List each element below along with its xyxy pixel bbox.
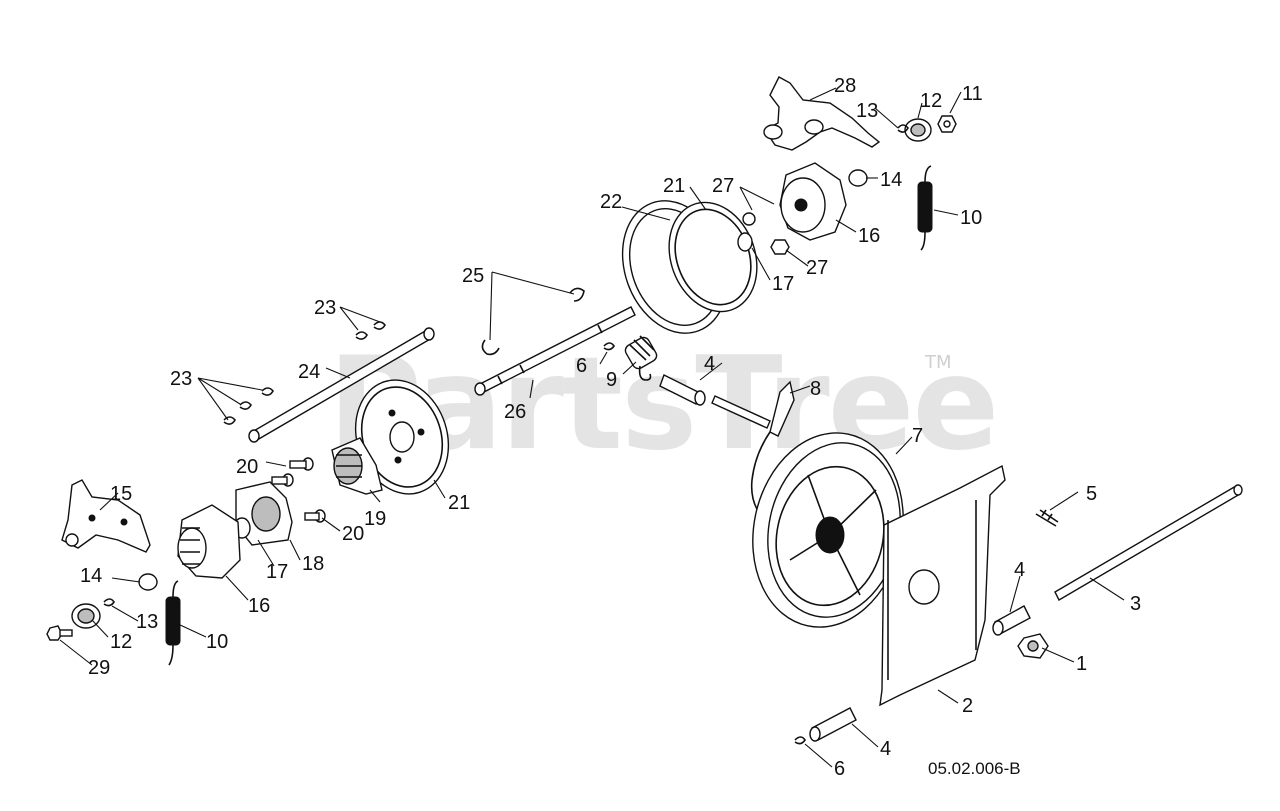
callout-16-upper: 16	[858, 225, 880, 247]
callout-26: 26	[504, 401, 526, 423]
callout-4-right: 4	[1014, 559, 1025, 581]
callout-10-upper: 10	[960, 207, 982, 229]
part-19-hub	[331, 437, 383, 495]
part-23-clip-b	[373, 321, 386, 330]
callout-6-bottom: 6	[834, 758, 845, 780]
callout-15: 15	[110, 483, 132, 505]
part-28-bracket	[763, 76, 881, 151]
part-23-clip-a	[355, 331, 368, 340]
callout-21-lower: 21	[448, 492, 470, 514]
part-27-washer-a	[742, 212, 756, 226]
diagram-id: 05.02.006-B	[928, 759, 1021, 778]
part-23-clip-e	[223, 416, 236, 425]
part-16-gear-upper	[779, 162, 847, 241]
part-29-bolt	[46, 625, 73, 641]
callout-1: 1	[1076, 653, 1087, 675]
part-6-clip-mid	[603, 342, 615, 351]
part-13-clip-upper	[897, 124, 909, 133]
callout-12-lower: 12	[110, 631, 132, 653]
part-20-pin-b	[271, 473, 294, 487]
part-27-nut-b	[770, 239, 790, 255]
callout-27-lower: 27	[806, 257, 828, 279]
callout-13-upper: 13	[856, 100, 878, 122]
part-23-clip-c	[239, 401, 252, 410]
callout-14-upper: 14	[880, 169, 902, 191]
callout-16-lower: 16	[248, 595, 270, 617]
part-4-bushing-mid	[659, 374, 706, 406]
part-16-gear-lower	[177, 504, 241, 579]
part-12-bearing-lower	[71, 603, 101, 629]
part-4-bushing-bottom	[809, 707, 857, 742]
part-13-clip-lower	[103, 598, 115, 607]
callout-17-upper: 17	[772, 273, 794, 295]
part-14-washer-upper	[848, 169, 868, 187]
part-11-nut-upper	[937, 115, 957, 133]
part-6-clip-bottom	[794, 736, 806, 745]
part-15-plate	[61, 479, 151, 553]
part-5-spring-small	[1035, 509, 1059, 527]
callout-labels: 28 13 12 11 21 27 22 14 10 16 27 17 25 2…	[80, 75, 1141, 780]
part-23-clip-d	[261, 387, 274, 396]
part-20-pin-c	[304, 509, 326, 523]
part-14-washer-lower	[138, 573, 158, 591]
part-25-clip-b	[481, 339, 500, 356]
part-26-hex-shaft	[474, 306, 636, 396]
part-3-shaft	[1054, 484, 1243, 601]
callout-4-bottom: 4	[880, 738, 891, 760]
leader-lines	[59, 87, 1125, 768]
callout-5: 5	[1086, 483, 1097, 505]
callout-29: 29	[88, 657, 110, 679]
callout-9: 9	[606, 369, 617, 391]
part-24-shaft	[248, 327, 435, 443]
callout-19: 19	[364, 508, 386, 530]
part-12-bearing-upper	[904, 118, 932, 142]
callout-21-upper: 21	[663, 175, 685, 197]
callout-17-lower: 17	[266, 561, 288, 583]
part-8-rod	[711, 380, 795, 515]
callout-7: 7	[912, 425, 923, 447]
callout-18: 18	[302, 553, 324, 575]
part-25-clip-a	[569, 287, 585, 302]
part-20-pin-a	[289, 457, 314, 471]
callout-6-mid: 6	[576, 355, 587, 377]
callout-3: 3	[1130, 593, 1141, 615]
callout-2: 2	[962, 695, 973, 717]
callout-27-upper: 27	[712, 175, 734, 197]
callout-13-lower: 13	[136, 611, 158, 633]
part-4-bushing-right	[992, 605, 1031, 636]
part-7-pulley	[752, 432, 904, 628]
callout-10-lower: 10	[206, 631, 228, 653]
callout-14-lower: 14	[80, 565, 102, 587]
part-21-friction-disc-lower	[354, 379, 450, 495]
callout-20-lower: 20	[342, 523, 364, 545]
callout-23-lower: 23	[170, 368, 192, 390]
callout-20-upper: 20	[236, 456, 258, 478]
callout-25: 25	[462, 265, 484, 287]
callout-23-upper: 23	[314, 297, 336, 319]
callout-4-mid: 4	[704, 353, 715, 375]
callout-8: 8	[810, 378, 821, 400]
watermark-trademark: TM	[924, 352, 952, 373]
callout-22: 22	[600, 191, 622, 213]
part-2-bracket	[879, 464, 1006, 707]
part-1-nut	[1017, 633, 1049, 659]
part-10-spring-upper	[917, 165, 933, 251]
part-17-ring-upper	[737, 232, 753, 252]
callout-28: 28	[834, 75, 856, 97]
callout-11: 11	[962, 83, 983, 105]
callout-24: 24	[298, 361, 320, 383]
part-9-torsion-spring	[624, 335, 658, 381]
part-10-spring-lower	[165, 580, 181, 666]
callout-12-upper: 12	[920, 90, 942, 112]
